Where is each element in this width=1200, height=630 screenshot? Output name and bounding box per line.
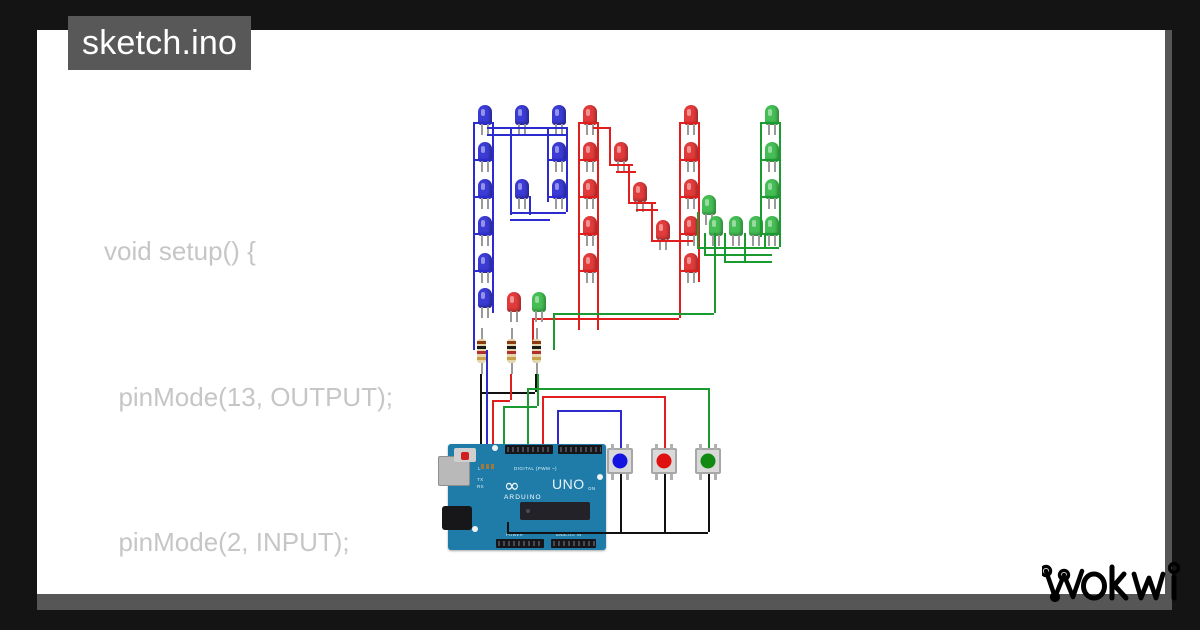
- wire-green-u-g[interactable]: [697, 247, 779, 249]
- led-green-u6[interactable]: [709, 216, 723, 246]
- led-green-u3[interactable]: [765, 179, 779, 209]
- wire-red-n-i[interactable]: [593, 127, 609, 129]
- wire-blue-p-c[interactable]: [473, 122, 492, 124]
- led-green-u7[interactable]: [729, 216, 743, 246]
- wire-red-n-v[interactable]: [679, 233, 698, 235]
- wire-green-u-i[interactable]: [724, 261, 772, 263]
- wire-btn-gnd-2[interactable]: [664, 474, 666, 532]
- wire-red-n-down-3[interactable]: [679, 280, 681, 318]
- wire-green-u-f[interactable]: [760, 233, 779, 235]
- led-red-n12[interactable]: [684, 216, 698, 246]
- pushbutton-red-cap[interactable]: [656, 453, 672, 469]
- led-red-n8[interactable]: [656, 220, 670, 250]
- wire-red-n-r[interactable]: [698, 122, 700, 282]
- wire-green-u-c[interactable]: [760, 122, 779, 124]
- wire-btn-green-1[interactable]: [708, 388, 710, 448]
- wire-red-n-c[interactable]: [578, 122, 597, 124]
- wire-green-u-m[interactable]: [744, 233, 746, 261]
- led-red-n13[interactable]: [684, 253, 698, 283]
- wire-red-n-n[interactable]: [651, 240, 693, 242]
- code-line-3: pinMode(2, INPUT);: [104, 527, 350, 557]
- led-green-u2[interactable]: [765, 142, 779, 172]
- led-red-n10[interactable]: [684, 142, 698, 172]
- pushbutton-red[interactable]: [651, 444, 677, 480]
- pushbutton-green[interactable]: [695, 444, 721, 480]
- led-red-n9[interactable]: [684, 105, 698, 135]
- pushbutton-green-cap[interactable]: [700, 453, 716, 469]
- wire-red-n-t[interactable]: [679, 159, 698, 161]
- wire-blue-p-h[interactable]: [487, 127, 567, 129]
- wire-green-u-h[interactable]: [704, 254, 772, 256]
- wire-red-n-l[interactable]: [628, 202, 656, 204]
- led-green-u1[interactable]: [765, 105, 779, 135]
- led-red-n11[interactable]: [684, 179, 698, 209]
- code-line-1: void setup() {: [104, 236, 256, 266]
- wire-green-u-b[interactable]: [779, 122, 781, 247]
- wire-red-n-u[interactable]: [679, 196, 698, 198]
- wire-btn-red-1[interactable]: [664, 396, 666, 448]
- project-sheet: ∞ UNO ARDUINO DIGITAL (PWM ~) POWER ANAL…: [37, 30, 1181, 603]
- led-red-n7[interactable]: [633, 182, 647, 212]
- wire-green-u-e[interactable]: [760, 196, 779, 198]
- wire-red-n-w[interactable]: [679, 270, 698, 272]
- wire-red-n-k[interactable]: [628, 164, 630, 202]
- wire-red-n-q[interactable]: [679, 122, 681, 282]
- wire-green-u-n[interactable]: [764, 233, 766, 247]
- wire-green-u-down-1[interactable]: [714, 233, 716, 313]
- wire-green-u-a[interactable]: [760, 122, 762, 237]
- led-green-u8[interactable]: [749, 216, 763, 246]
- wokwi-logo: [1039, 555, 1192, 611]
- code-editor[interactable]: void setup() { pinMode(13, OUTPUT); pinM…: [104, 130, 624, 630]
- wire-red-n-m[interactable]: [651, 202, 653, 240]
- code-line-2: pinMode(13, OUTPUT);: [104, 381, 393, 412]
- led-green-u4[interactable]: [765, 216, 779, 246]
- wire-red-n-p[interactable]: [636, 209, 658, 211]
- wire-red-n-s[interactable]: [679, 122, 698, 124]
- file-tab-sketch-ino[interactable]: sketch.ino: [68, 16, 252, 70]
- wire-green-u-k[interactable]: [704, 233, 706, 254]
- led-green-u5[interactable]: [702, 195, 716, 225]
- wire-green-u-l[interactable]: [724, 233, 726, 261]
- wire-btn-gnd-3[interactable]: [708, 474, 710, 532]
- wire-green-u-d[interactable]: [760, 159, 779, 161]
- wire-green-u-j[interactable]: [697, 212, 699, 247]
